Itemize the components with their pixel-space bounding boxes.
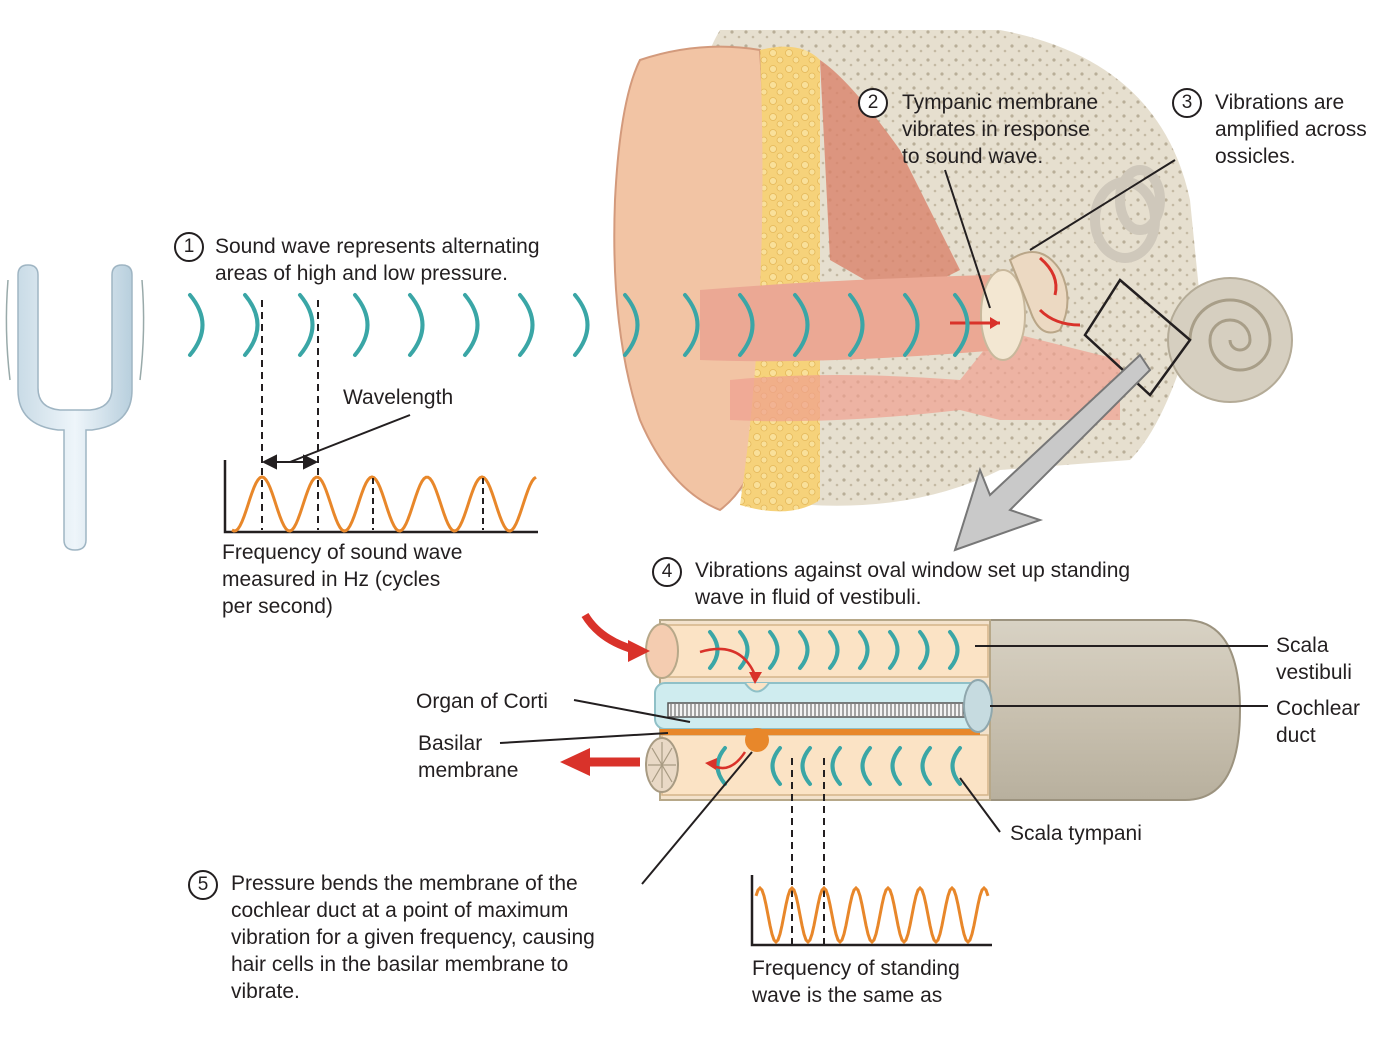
scala-tympani-label: Scala tympani [1010,822,1142,845]
step-1-line-1: Sound wave represents alternating [215,235,540,258]
cochlear-duct-label: Cochlear duct [1276,695,1360,749]
wavelength-markers [261,300,319,530]
step-2-line-3: to sound wave. [902,145,1044,168]
step-2-text: Tympanic membrane vibrates in response t… [902,89,1098,170]
cochlear-duct-line-1: Cochlear [1276,697,1361,720]
frequency-standing-label: Frequency of standing wave is the same a… [752,955,960,1009]
step-5-number: 5 [188,870,218,900]
step-1-text: Sound wave represents alternating areas … [215,233,540,287]
wavelength-label: Wavelength [343,386,454,409]
ear-cross-section [613,30,1293,552]
basilar-membrane-line-2: membrane [418,759,519,782]
sound-wave-arcs [188,293,970,357]
step-3-line-3: ossicles. [1215,145,1296,168]
step-1-number: 1 [174,232,204,262]
step-5-line-1: Pressure bends the membrane of the [231,872,578,895]
frequency-sound-line-2: measured in Hz (cycles [222,568,441,591]
step-5-text: Pressure bends the membrane of the cochl… [231,870,595,1005]
step-2-number: 2 [858,88,888,118]
wavelength-arrow [261,414,411,470]
step-5-line-2: cochlear duct at a point of maximum [231,899,569,922]
step-5-line-5: vibrate. [231,980,300,1003]
frequency-sound-label: Frequency of sound wave measured in Hz (… [222,539,462,620]
scala-vestibuli-line-1: Scala [1276,634,1329,657]
frequency-graph-standing [750,875,992,947]
step-3-line-2: amplified across [1215,118,1367,141]
step-1-line-2: areas of high and low pressure. [215,262,509,285]
fluid-flow-arrows [560,612,762,776]
basilar-membrane-label: Basilar membrane [418,730,518,784]
step-4-number: 4 [652,557,682,587]
scala-vestibuli-label: Scala vestibuli [1276,632,1352,686]
step-5-line-3: vibration for a given frequency, causing [231,926,595,949]
frequency-standing-line-1: Frequency of standing [752,957,960,980]
tympani-wave-arcs [715,746,962,786]
cochlear-duct-line-2: duct [1276,724,1316,747]
step-3-line-1: Vibrations are [1215,91,1345,114]
basilar-membrane-line-1: Basilar [418,732,483,755]
leader-lines [499,159,1268,885]
frequency-graph-sound [223,460,538,534]
frequency-sound-line-1: Frequency of sound wave [222,541,463,564]
frequency-standing-line-2: wave is the same as [752,984,943,1007]
organ-of-corti-label: Organ of Corti [416,690,548,713]
step-3-number: 3 [1172,88,1202,118]
step-5-line-4: hair cells in the basilar membrane to [231,953,569,976]
step-4-line-2: wave in fluid of vestibuli. [695,586,922,609]
step-3-text: Vibrations are amplified across ossicles… [1215,89,1367,170]
tuning-fork-icon [5,264,145,551]
frequency-sound-line-3: per second) [222,595,333,618]
step-2-line-2: vibrates in response [902,118,1090,141]
step-4-line-1: Vibrations against oval window set up st… [695,559,1131,582]
step-4-text: Vibrations against oval window set up st… [695,557,1130,611]
step-2-line-1: Tympanic membrane [902,91,1099,114]
scala-vestibuli-line-2: vestibuli [1276,661,1352,684]
